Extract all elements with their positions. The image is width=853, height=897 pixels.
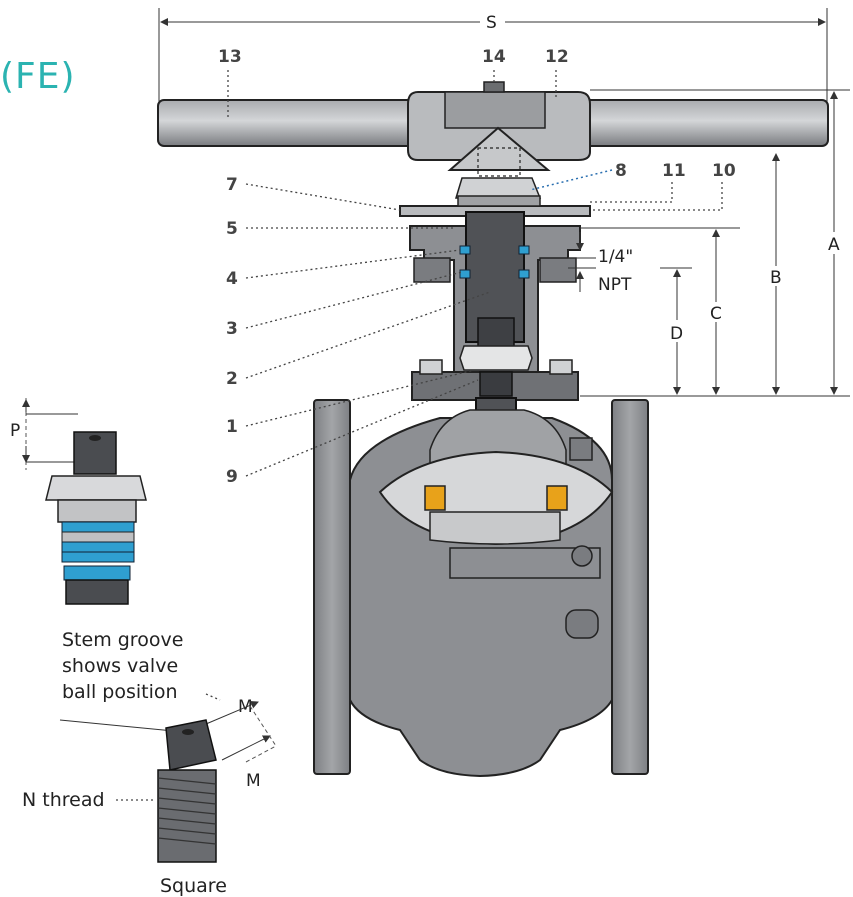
- callout-13: 13: [218, 47, 242, 118]
- valve-body: [313, 399, 649, 778]
- part-number-5: 5: [226, 219, 238, 239]
- part-number-3: 3: [226, 319, 238, 339]
- dimension-s: S: [158, 8, 828, 120]
- dimension-c: C: [580, 227, 740, 395]
- part-number-2: 2: [226, 369, 238, 389]
- dim-d-label: D: [670, 324, 683, 344]
- dim-b-label: B: [770, 268, 782, 288]
- square-stem-detail: Stem groove shows valve ball position M …: [22, 629, 277, 897]
- dim-c-label: C: [710, 304, 722, 324]
- part-number-8: 8: [615, 161, 627, 181]
- part-number-12: 12: [545, 47, 569, 67]
- dim-m-bottom-label: M: [246, 771, 261, 791]
- callout-14: 14: [482, 47, 506, 84]
- dimension-a: A: [580, 89, 850, 397]
- callout-1: 1: [226, 369, 475, 437]
- dimension-b: B: [770, 153, 782, 395]
- stop-plate: [399, 177, 591, 217]
- part-number-14: 14: [482, 47, 506, 67]
- npt-port-callout: 1/4" NPT: [568, 232, 633, 295]
- callout-7: 7: [226, 175, 401, 211]
- part-number-1: 1: [226, 417, 238, 437]
- dim-p-label: P: [10, 421, 20, 441]
- npt-size: 1/4": [598, 247, 633, 267]
- dimension-d: D: [660, 267, 692, 395]
- callout-9: 9: [226, 379, 479, 487]
- callout-5: 5: [226, 219, 456, 239]
- stem-note-line3: ball position: [62, 681, 178, 703]
- npt-label: NPT: [598, 275, 632, 295]
- handle-bar: [157, 81, 829, 177]
- title-fragment: (FE): [0, 56, 76, 97]
- callout-11: 11: [590, 161, 686, 203]
- callout-10: 10: [590, 161, 736, 211]
- stem-note-line2: shows valve: [62, 655, 178, 677]
- dim-s-label: S: [486, 13, 497, 33]
- thread-label: N thread: [22, 789, 105, 811]
- part-number-9: 9: [226, 467, 238, 487]
- square-label: Square: [160, 875, 227, 897]
- part-number-10: 10: [712, 161, 736, 181]
- stem-detail-p: P: [10, 398, 147, 605]
- callout-4: 4: [226, 249, 461, 289]
- part-number-7: 7: [226, 175, 238, 195]
- stem-note-line1: Stem groove: [62, 629, 183, 651]
- callout-12: 12: [545, 47, 569, 100]
- part-number-13: 13: [218, 47, 242, 67]
- dim-a-label: A: [828, 235, 840, 255]
- part-number-11: 11: [662, 161, 686, 181]
- callout-2: 2: [226, 291, 491, 389]
- part-number-4: 4: [226, 269, 238, 289]
- callout-3: 3: [226, 271, 463, 339]
- callout-8: 8: [529, 161, 627, 191]
